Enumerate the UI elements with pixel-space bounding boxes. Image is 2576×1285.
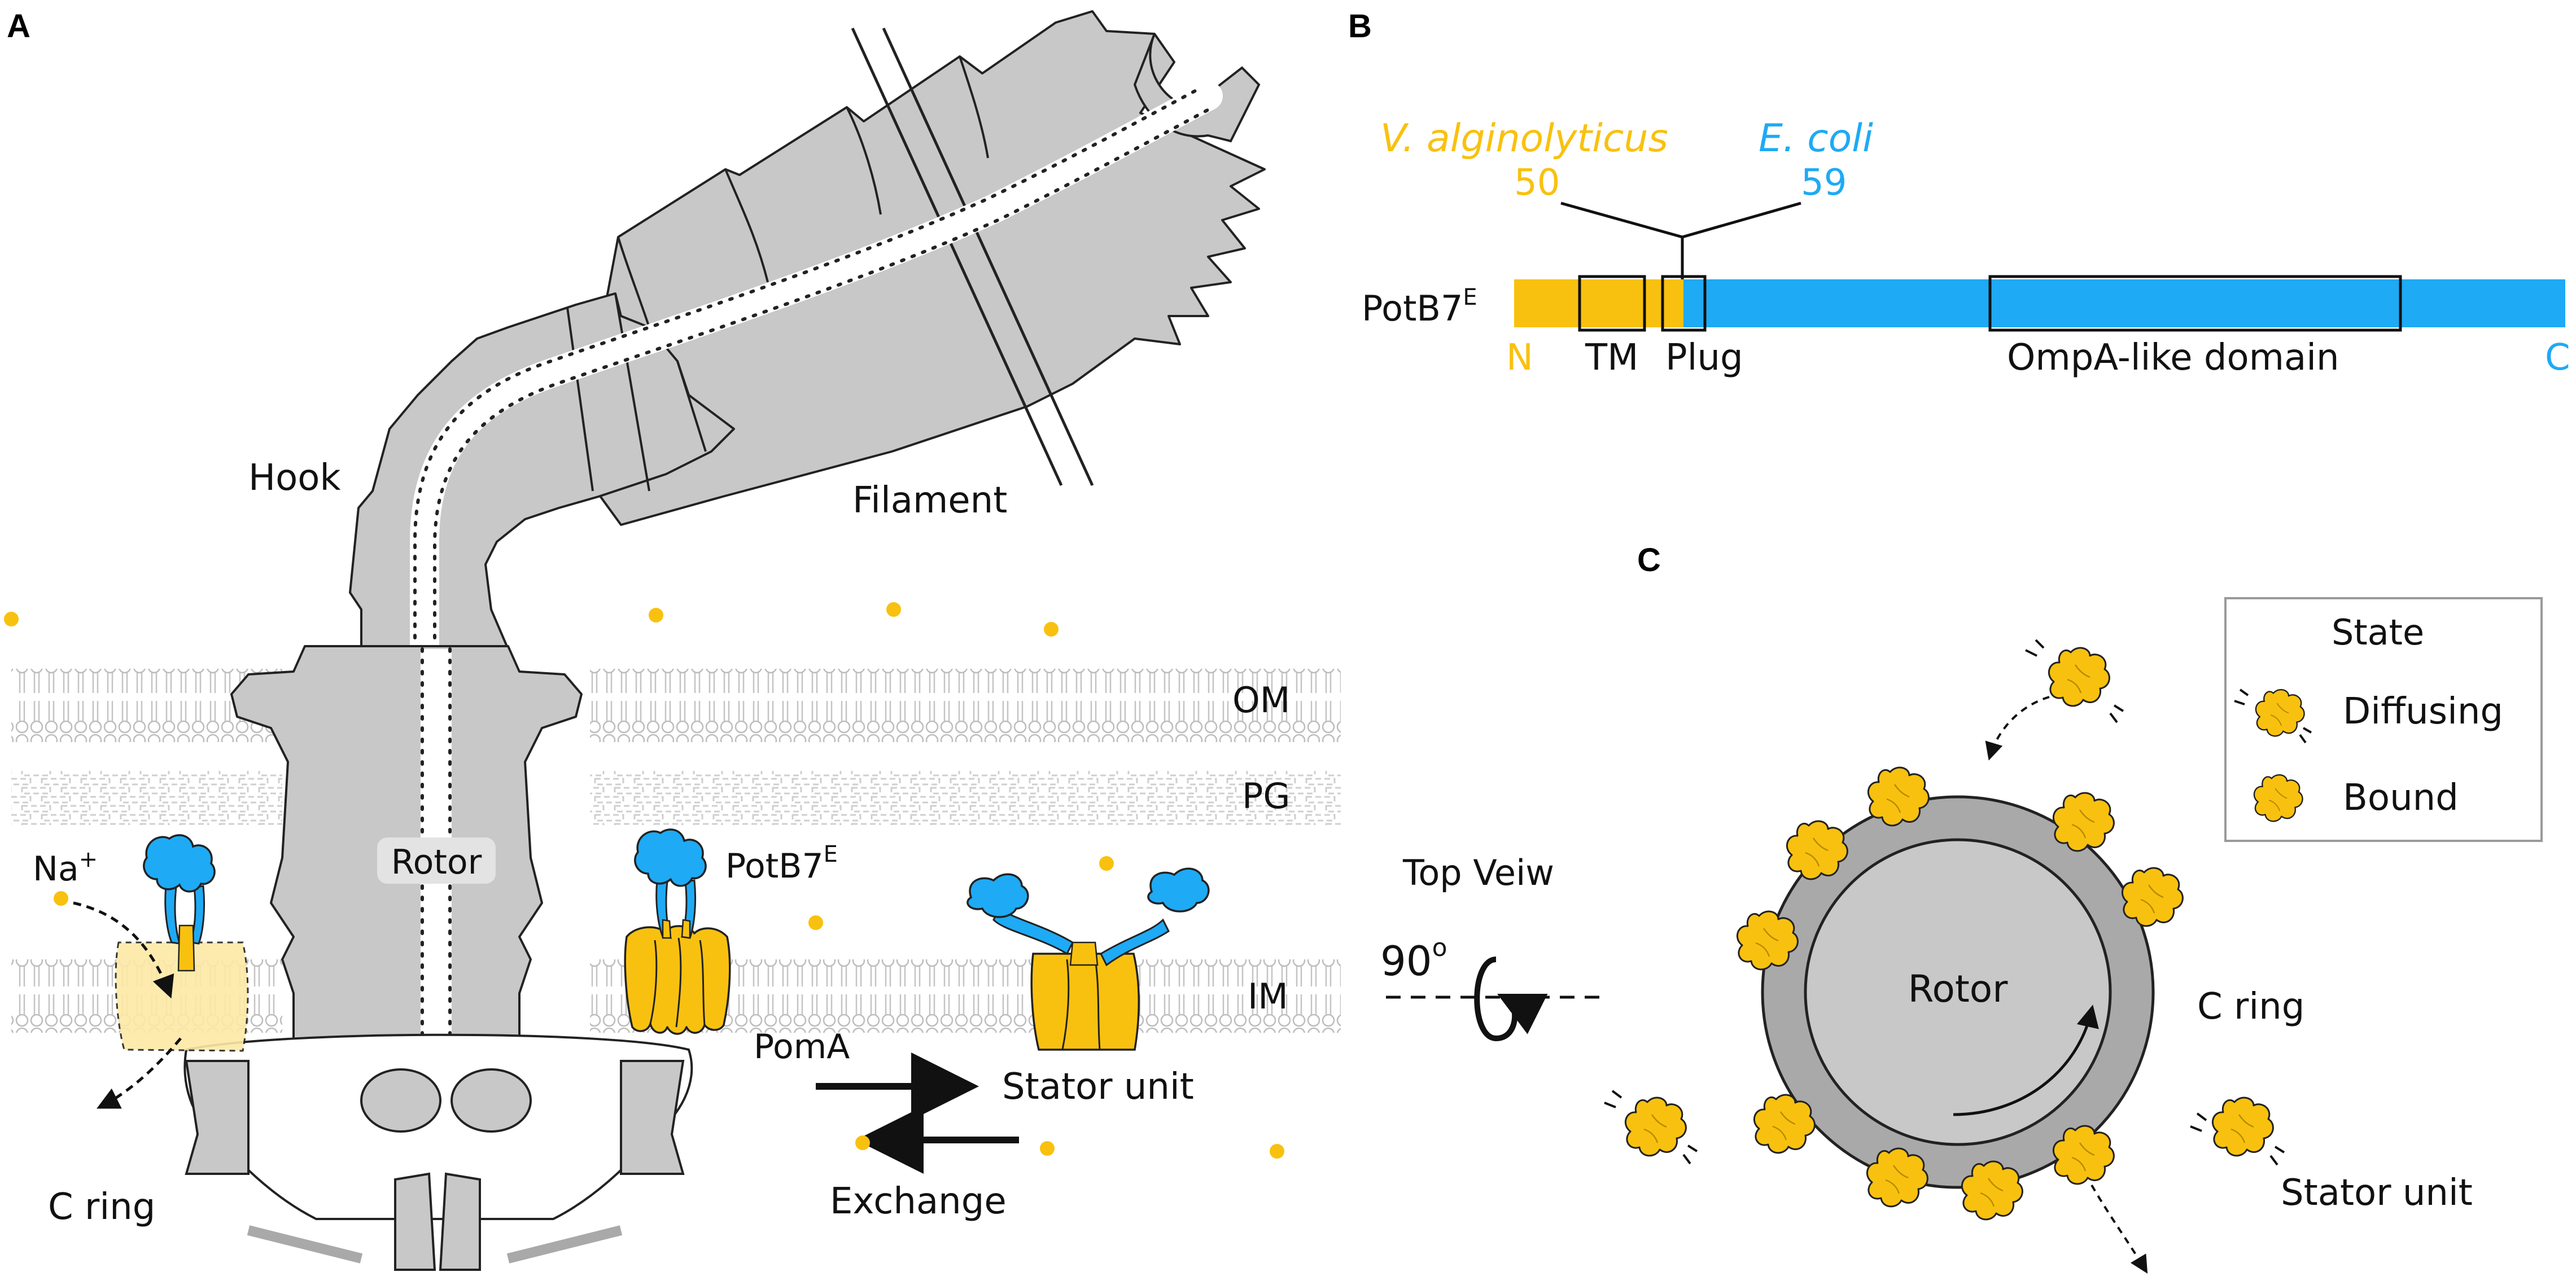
potb-label-a: PotB7E <box>725 841 838 886</box>
filament-break-line <box>882 27 1094 486</box>
c-ring-label-c: C ring <box>2197 986 2304 1028</box>
c-ring-a <box>183 1033 693 1271</box>
n-terminus-label: N <box>1506 337 1533 379</box>
view-label: Top Veiw <box>1402 852 1554 893</box>
legend-diffusing-label: Diffusing <box>2343 691 2503 733</box>
panel-c: C Top Veiw 90o Rotor <box>1380 542 2543 1274</box>
rotor-label-a: Rotor <box>391 843 482 882</box>
legend-bound-label: Bound <box>2343 777 2459 819</box>
poma-label: PomA <box>754 1027 850 1067</box>
rotor-label-c: Rotor <box>1908 967 2009 1011</box>
rotor-top <box>1804 838 2112 1146</box>
vibrio-species-label: V. alginolyticus <box>1380 116 1668 161</box>
tm-domain-box <box>1578 275 1646 332</box>
stator-unit-label-a: Stator unit <box>1002 1066 1194 1108</box>
plug-label: Plug <box>1665 337 1743 379</box>
outer-membrane <box>11 669 1341 742</box>
stator-active <box>115 834 249 1052</box>
tm-label: TM <box>1585 337 1638 379</box>
sodium-label: Na+ <box>33 847 98 889</box>
rotation-arrow-icon <box>1474 957 1548 1042</box>
panel-a-label: A <box>7 8 30 45</box>
vibrio-segment <box>1514 279 1683 327</box>
panel-b-label: B <box>1348 8 1372 45</box>
plug-domain-box <box>1661 275 1707 332</box>
ecoli-segment <box>1514 279 2565 327</box>
c-ring-label-a: C ring <box>48 1186 155 1228</box>
exchange-label: Exchange <box>830 1181 1007 1222</box>
sodium-ion <box>54 891 68 906</box>
om-label: OM <box>1232 679 1290 721</box>
hook-label: Hook <box>248 457 341 499</box>
ecoli-species-label: E. coli <box>1759 116 1873 161</box>
panel-c-label: C <box>1637 542 1661 578</box>
ion-dots <box>4 602 1284 1159</box>
ompa-domain-box <box>1988 275 2402 332</box>
peptidoglycan-layer <box>11 771 1341 825</box>
legend: State Diffusing Bound <box>2224 597 2543 842</box>
rotation-direction-arrow <box>1953 1005 2099 1116</box>
rotor-body: Rotor <box>230 645 583 1045</box>
filament-label: Filament <box>852 480 1007 521</box>
stator-bound-a <box>624 828 731 1035</box>
ompa-label: OmpA-like domain <box>2007 337 2339 379</box>
sodium-exit-arrow <box>97 1037 182 1109</box>
axial-channel <box>410 81 1223 664</box>
protein-bar <box>1514 275 2565 332</box>
stator-diffusing-a <box>966 867 1210 1051</box>
ecoli-residue-label: 59 <box>1801 162 1847 204</box>
im-label: IM <box>1248 976 1288 1017</box>
filament-break-line <box>851 27 1063 486</box>
legend-title: State <box>2332 612 2424 653</box>
rotation-angle-label: 90o <box>1380 933 1447 985</box>
stator-unit-label-c: Stator unit <box>2281 1172 2473 1214</box>
diffusing-stators <box>1604 639 2285 1274</box>
vibrio-residue-label: 50 <box>1514 162 1560 204</box>
c-terminus-label: C <box>2545 337 2570 379</box>
panel-a: A OM PG IM <box>4 8 1341 1271</box>
pg-label: PG <box>1242 775 1290 817</box>
protein-name-label: PotB7E <box>1362 284 1477 329</box>
fusion-site-connector <box>1560 201 1801 239</box>
sodium-path-arrow <box>73 901 174 999</box>
panel-b: B V. alginolyticus E. coli 50 59 PotB7E … <box>1348 8 2570 379</box>
